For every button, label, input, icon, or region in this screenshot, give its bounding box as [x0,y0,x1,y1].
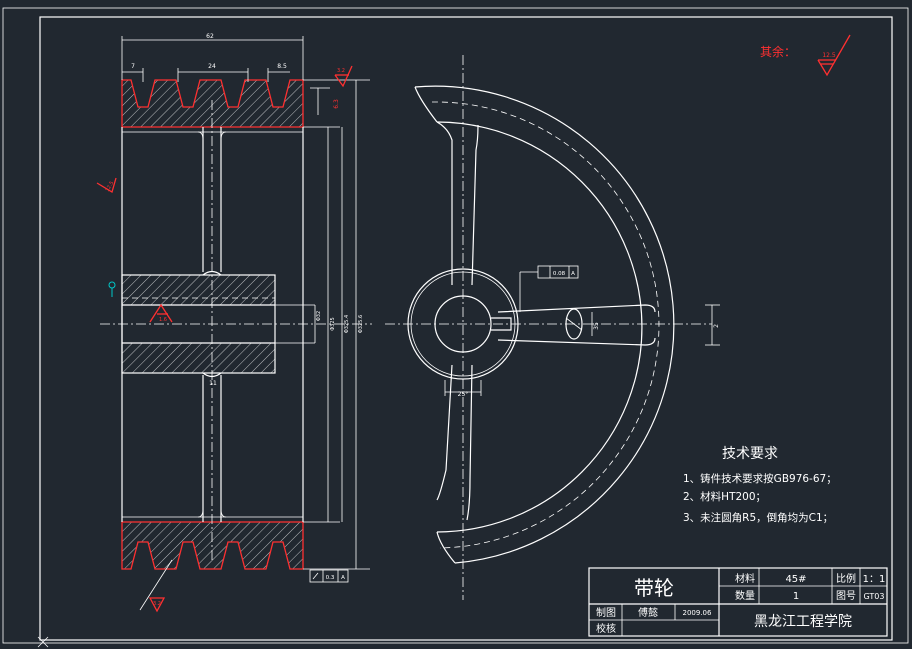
drawing-no-label: 图号 [836,590,856,602]
bottom-rim-outline [121,521,304,570]
material-label: 材料 [735,572,755,585]
school-name: 黑龙江工程学院 [754,614,852,630]
dim-groove-small: 7 [131,63,135,70]
top-rim-hatch [122,80,303,127]
dim-groove-pitch: 24 [208,63,216,70]
ratio-label: 比例 [836,572,856,585]
dim-groove-width: 8.5 [277,63,287,70]
quantity-value: 1 [793,591,799,602]
dim-outer-diameter: Φ325.4 [344,315,350,333]
roughness-hub-symbol: 1.6 [149,303,173,323]
web [202,127,222,522]
drawn-label: 制图 [596,606,616,619]
roughness-top-symbol: 3.2 [334,65,353,88]
rim-pitch-arc [431,101,660,549]
drawing-no-value: GT03 [864,592,885,601]
top-rim-outline [121,79,304,128]
svg-text:3.2: 3.2 [337,68,345,74]
runout-frame-bottom: 0.3 A [309,569,349,583]
svg-text:0.3: 0.3 [326,575,335,581]
dim-web-thickness: 11 [209,380,217,387]
section-view [100,36,372,570]
other-roughness-label: 其余： [760,44,796,59]
inner-frame [39,16,893,641]
svg-text:3.2: 3.2 [153,601,161,607]
dim-spoke-taper: 2 [713,324,720,328]
material-value: 45# [785,574,806,585]
tech-req-item-2: 2、材料HT200； [683,490,766,503]
rim-outer-arc [414,85,675,564]
svg-text:12.5: 12.5 [105,180,116,193]
part-name: 带轮 [634,576,674,600]
quantity-label: 数量 [735,589,755,602]
checked-label: 校核 [596,622,616,635]
tech-req-item-1: 1、铸件技术要求按GB976-67； [683,472,837,485]
front-view [385,55,720,600]
svg-text:A: A [571,271,575,277]
dim-rim-height: 6.3 [333,99,340,109]
tech-req-title: 技术要求 [722,446,778,462]
spoke-top [436,121,453,285]
svg-text:0.08: 0.08 [553,271,566,277]
bottom-rim-hatch [122,522,303,569]
runout-frame-top: 0.08 A [519,265,579,312]
svg-text:1.6: 1.6 [159,317,167,323]
roughness-bottom-symbol: 3.2 [139,559,173,613]
tech-req-item-3: 3、未注圆角R5，倒角均为C1； [683,511,833,524]
datum-a-marker [108,281,116,297]
hub-bottom-hatch [122,343,275,373]
spoke-bottom [436,364,453,501]
drawn-name: 傅懿 [638,606,658,619]
svg-text:12.5: 12.5 [822,52,836,59]
title-block [588,567,888,637]
dim-overall-width: 62 [206,33,214,40]
dim-spoke-angle: 25° [458,391,469,398]
roughness-left-symbol: 12.5 [96,177,117,193]
drawn-date: 2009.06 [683,609,712,617]
outer-border [2,7,909,644]
dim-boss-diameter: Φ325 [330,317,336,330]
dim-keyway-width: 35 [593,322,600,330]
ratio-value: 1：1 [863,574,886,585]
other-roughness-symbol: 12.5 [817,34,851,77]
dim-pitch-diameter: Φ325.6 [358,315,364,333]
hub-top-hatch [122,275,275,305]
dim-hub-diameter: Φ32 [316,311,322,321]
spoke-right [497,304,656,313]
svg-text:A: A [341,575,345,581]
